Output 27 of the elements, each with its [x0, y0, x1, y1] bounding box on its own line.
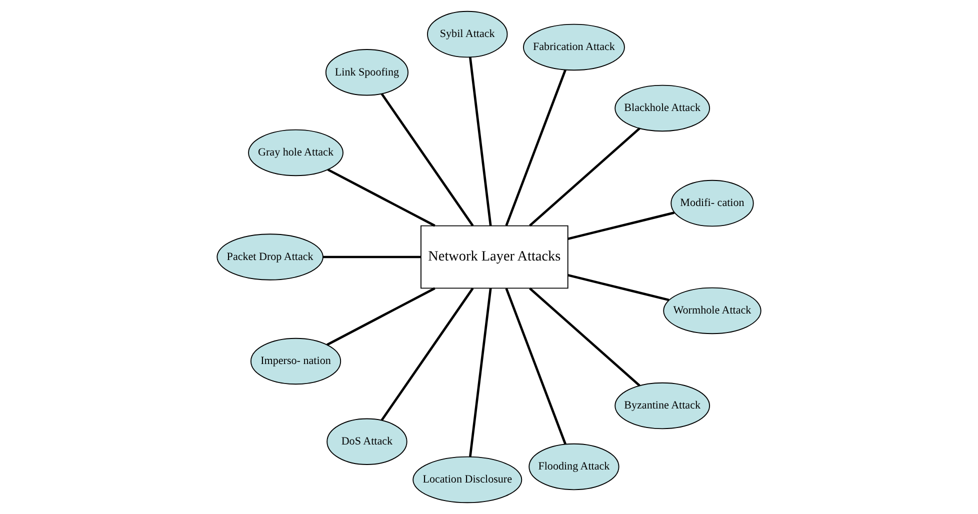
connector: [568, 274, 670, 302]
node-ellipse: Gray hole Attack: [248, 129, 344, 176]
node-ellipse: Imperso- nation: [250, 338, 342, 385]
node-ellipse: Link Spoofing: [325, 49, 408, 96]
connector: [468, 57, 492, 226]
connector: [469, 288, 492, 457]
connector: [326, 287, 436, 346]
connector: [327, 168, 436, 227]
connector: [529, 287, 640, 386]
node-ellipse: Wormhole Attack: [663, 287, 762, 334]
node-ellipse: DoS Attack: [326, 418, 408, 465]
node-ellipse: Packet Drop Attack: [216, 234, 324, 280]
node-box: Network Layer Attacks: [420, 225, 568, 289]
connector: [323, 256, 421, 258]
node-ellipse: Location Disclosure: [412, 456, 522, 504]
node-ellipse: Byzantine Attack: [614, 382, 710, 430]
node-ellipse: Blackhole Attack: [614, 84, 710, 132]
connector: [380, 288, 474, 421]
connector: [505, 69, 567, 226]
node-ellipse: Modifi- cation: [670, 180, 754, 227]
node-ellipse: Flooding Attack: [528, 443, 620, 490]
connector: [529, 128, 640, 227]
connector: [505, 288, 567, 445]
node-ellipse: Sybil Attack: [427, 10, 508, 58]
node-ellipse: Fabrication Attack: [523, 24, 625, 71]
connector: [380, 93, 474, 226]
connector: [568, 212, 675, 240]
